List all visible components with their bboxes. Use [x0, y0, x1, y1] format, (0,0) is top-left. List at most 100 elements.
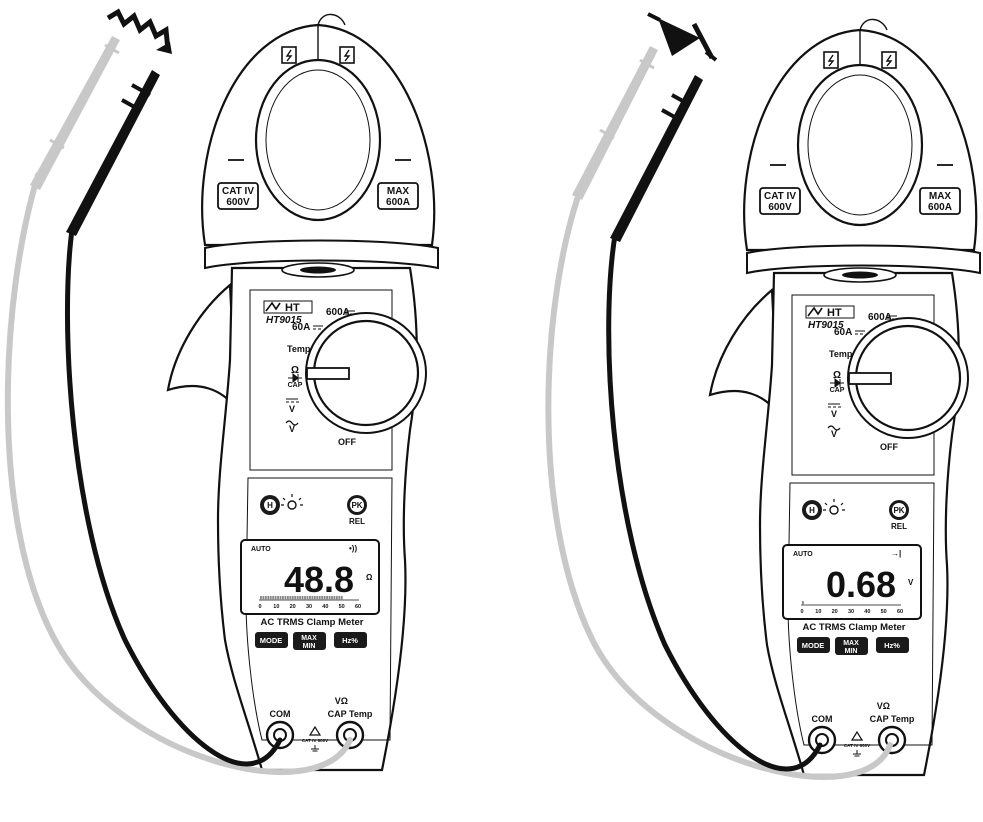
bar-tick-label: 30 [306, 604, 312, 610]
bar-segment [299, 596, 302, 600]
bar-segment [802, 601, 804, 605]
lcd-symbol: •)) [349, 544, 357, 553]
meter-left-body [166, 13, 440, 772]
black-probe[interactable] [610, 75, 703, 242]
cat-badge-line1: CAT IV [222, 186, 254, 197]
bar-segment [262, 596, 265, 600]
dial-cap: CAP [288, 382, 303, 389]
lcd-value: 0.68 [826, 564, 896, 605]
red-probe[interactable] [572, 46, 658, 200]
bar-segment [309, 596, 311, 600]
bar-segment [289, 596, 292, 600]
black-lead-cable [64, 227, 283, 767]
hz-label: Hz% [884, 641, 900, 650]
bar-segment [279, 596, 282, 600]
dial-ohm: Ω [291, 365, 299, 376]
bar-segment [291, 596, 294, 600]
hz-label: Hz% [342, 636, 358, 645]
bar-tick-label: 0 [800, 609, 803, 615]
dial-off: OFF [880, 442, 898, 452]
bar-tick-label: 60 [355, 604, 361, 610]
bar-segment [333, 596, 336, 600]
max-badge-line1: MAX [929, 191, 952, 202]
bar-tick-label: 40 [864, 609, 870, 615]
lcd-auto: AUTO [793, 551, 813, 558]
hold-label: H [267, 501, 273, 510]
black-probe[interactable] [66, 70, 160, 236]
cat-note: CAT IV 600V [844, 743, 870, 748]
dial-off: OFF [338, 437, 356, 447]
bar-segment [264, 596, 267, 600]
bar-segment [340, 596, 343, 600]
bar-tick-label: 10 [815, 609, 821, 615]
maxmin-label-2: MIN [845, 648, 858, 655]
maxmin-label-1: MAX [301, 635, 317, 642]
bar-segment [286, 596, 289, 600]
maxmin-label-1: MAX [843, 640, 859, 647]
lcd-symbol: →| [891, 549, 901, 558]
meter-title: AC TRMS Clamp Meter [803, 622, 906, 633]
pk-label: PK [893, 506, 904, 515]
meter-title: AC TRMS Clamp Meter [261, 617, 364, 628]
bar-segment [260, 596, 262, 600]
range-60a: 60A [292, 322, 310, 333]
bar-segment [328, 596, 331, 600]
bar-segment [313, 596, 316, 600]
max-badge-line2: 600A [386, 197, 410, 208]
bar-tick-label: 40 [322, 604, 328, 610]
bar-segment [277, 596, 279, 600]
bar-tick-label: 60 [897, 609, 903, 615]
cat-badge-line1: CAT IV [764, 191, 796, 202]
input-label-top: VΩ [877, 701, 890, 711]
max-badge-line2: 600A [928, 202, 952, 213]
dial-vdc: V [831, 409, 837, 419]
model-name: HT9015 [266, 315, 302, 326]
bar-segment [301, 596, 304, 600]
bar-tick-label: 50 [881, 609, 887, 615]
test-leads-left [4, 8, 353, 775]
red-lead-cable [545, 182, 893, 780]
dial-temp: Temp [287, 344, 311, 354]
bar-segment [269, 596, 272, 600]
meter-right-body [708, 18, 982, 777]
rel-label: REL [349, 517, 365, 526]
bar-segment [323, 596, 326, 600]
bar-segment [304, 596, 306, 600]
brand-name: HT [827, 307, 842, 319]
max-badge-line1: MAX [387, 186, 410, 197]
range-600a: 600A [868, 312, 892, 323]
bar-segment [284, 596, 287, 600]
cat-badge-line2: 600V [226, 197, 250, 208]
cat-badge-line2: 600V [768, 202, 792, 213]
bar-segment [335, 596, 338, 600]
bar-segment [338, 596, 341, 600]
resistor-icon [106, 8, 171, 51]
hold-label: H [809, 506, 815, 515]
mode-label: MODE [802, 641, 825, 650]
com-label: COM [812, 714, 833, 724]
dial-ohm: Ω [833, 370, 841, 381]
cat-note: CAT IV 600V [302, 738, 328, 743]
test-leads-right [545, 12, 893, 780]
red-probe[interactable] [30, 36, 120, 190]
bar-segment [311, 596, 314, 600]
mode-label: MODE [260, 636, 283, 645]
dial-vac: V [289, 424, 295, 434]
bar-tick-label: 50 [339, 604, 345, 610]
meter-left-labels: CAT IV600VMAX600AHTHT9015600A60ATempΩCAP… [222, 186, 410, 743]
bar-segment [282, 596, 284, 600]
pk-label: PK [351, 501, 362, 510]
range-60a: 60A [834, 327, 852, 338]
dial-temp: Temp [829, 349, 853, 359]
bar-segment [318, 596, 321, 600]
lcd-bargraph [802, 601, 804, 605]
dial-vac: V [831, 429, 837, 439]
lcd-unit: Ω [366, 573, 373, 582]
black-lead-cable [606, 232, 823, 772]
meter-right-labels: CAT IV600VMAX600AHTHT9015600A60ATempΩCAP… [764, 191, 952, 748]
bar-segment [267, 596, 270, 600]
